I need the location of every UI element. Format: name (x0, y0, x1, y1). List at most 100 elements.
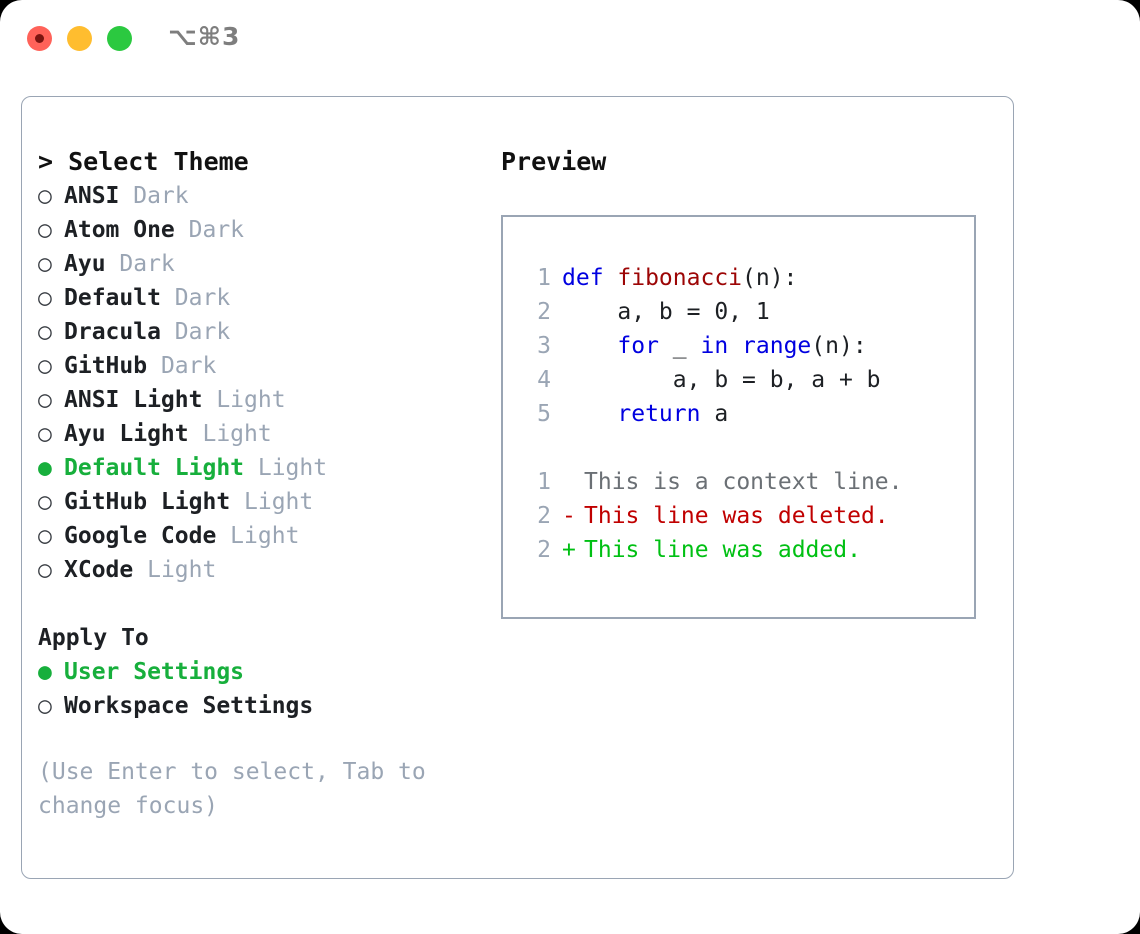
apply-to-option[interactable]: ●User Settings (38, 655, 478, 689)
radio-unselected-icon: ○ (38, 217, 52, 243)
diff-line: 2 + This line was added. (503, 533, 974, 567)
code-token (728, 333, 742, 359)
radio-unselected-icon: ○ (38, 523, 52, 549)
theme-option-label: ANSI Light (64, 387, 203, 413)
apply-to-option-label: Workspace Settings (64, 693, 314, 719)
theme-option-variant: Light (216, 523, 300, 549)
theme-option-variant: Dark (160, 319, 231, 345)
theme-option-label: Google Code (64, 523, 217, 549)
code-token: in (700, 333, 729, 359)
maximize-window-button[interactable] (107, 26, 132, 51)
radio-unselected-icon: ○ (38, 183, 52, 209)
code-token: fibonacci (617, 265, 743, 291)
theme-option[interactable]: ○Atom One Dark (38, 213, 478, 247)
theme-option-variant: Dark (147, 353, 217, 379)
line-number: 1 (537, 469, 551, 495)
keyboard-hint-text: (Use Enter to select, Tab to change focu… (38, 759, 440, 819)
theme-option-label: Ayu (64, 251, 106, 277)
line-number: 1 (537, 265, 551, 291)
diff-text: This line was added. (584, 537, 861, 563)
close-window-button[interactable] (27, 26, 52, 51)
title-bar: ⌥⌘3 (0, 0, 1140, 78)
code-line: 4 a, b = b, a + b (503, 363, 974, 397)
theme-option-label: ANSI (64, 183, 120, 209)
theme-option-label: Default Light (64, 455, 245, 481)
keyboard-shortcut-label: ⌥⌘3 (168, 22, 241, 51)
theme-option-label: GitHub Light (64, 489, 231, 515)
theme-option[interactable]: ○Default Dark (38, 281, 478, 315)
code-token: _ (658, 333, 701, 359)
apply-to-list: ●User Settings ○ Workspace Settings (38, 655, 478, 723)
theme-option-variant: Light (244, 455, 328, 481)
code-line: 5 return a (503, 397, 974, 431)
theme-option[interactable]: ○ ANSI Light Light (38, 383, 478, 417)
theme-option[interactable]: ● Default Light Light (38, 451, 478, 485)
radio-unselected-icon: ○ (38, 693, 52, 719)
theme-option-label: Default (64, 285, 161, 311)
preview-heading: Preview (501, 147, 607, 176)
minimize-window-button[interactable] (67, 26, 92, 51)
theme-option[interactable]: ○ ANSI Dark (38, 179, 478, 213)
code-token: (n): (811, 333, 867, 359)
diff-marker: - (562, 503, 576, 529)
line-number: 2 (537, 503, 551, 529)
radio-unselected-icon: ○ (38, 557, 52, 583)
radio-selected-icon: ● (38, 455, 52, 481)
theme-option[interactable]: ○Ayu Light Light (38, 417, 478, 451)
theme-option-variant: Dark (119, 183, 189, 209)
theme-option[interactable]: ○GitHub Light Light (38, 485, 478, 519)
code-token: a, b = b, a + b (562, 367, 881, 393)
diff-text: This is a context line. (584, 469, 903, 495)
line-number: 3 (537, 333, 551, 359)
theme-option[interactable]: ○ Dracula Dark (38, 315, 478, 349)
theme-option-label: Dracula (64, 319, 161, 345)
code-token: (n): (742, 265, 798, 291)
list-spacer (38, 587, 478, 621)
radio-unselected-icon: ○ (38, 421, 52, 447)
diff-line: 2-This line was deleted. (503, 499, 974, 533)
theme-picker-card: > Select Theme ○ANSI Dark○Atom One Dark○… (21, 96, 1014, 879)
theme-option-variant: Light (133, 557, 217, 583)
theme-option[interactable]: ○XCode Light (38, 553, 478, 587)
theme-option-variant: Dark (105, 251, 175, 277)
code-token: range (742, 333, 812, 359)
theme-option-variant: Dark (160, 285, 231, 311)
diff-sample: 1 This is a context line.2-This line was… (503, 465, 974, 567)
code-token: for (617, 333, 659, 359)
radio-unselected-icon: ○ (38, 353, 52, 379)
theme-list-pane: > Select Theme ○ANSI Dark○Atom One Dark○… (38, 145, 478, 823)
line-number: 2 (537, 537, 551, 563)
select-theme-heading: > Select Theme (38, 147, 249, 176)
code-token: a, b = 0, 1 (562, 299, 770, 325)
theme-option-label: Atom One (64, 217, 175, 243)
diff-line: 1 This is a context line. (503, 465, 974, 499)
line-number: 5 (537, 401, 551, 427)
radio-unselected-icon: ○ (38, 387, 52, 413)
radio-unselected-icon: ○ (38, 251, 52, 277)
theme-option[interactable]: ○ Ayu Dark (38, 247, 478, 281)
code-token (562, 401, 617, 427)
line-number: 2 (537, 299, 551, 325)
theme-option-variant: Light (202, 387, 286, 413)
diff-marker: + (562, 537, 576, 563)
apply-to-option-label: User Settings (64, 659, 245, 685)
theme-list: ○ANSI Dark○Atom One Dark○Ayu Dark○Defaul… (38, 179, 478, 587)
theme-option[interactable]: ○ GitHub Dark (38, 349, 478, 383)
code-token: return (617, 401, 701, 427)
radio-unselected-icon: ○ (38, 319, 52, 345)
code-line: 3 for _ in range(n): (503, 329, 974, 363)
apply-to-option[interactable]: ○ Workspace Settings (38, 689, 478, 723)
diff-marker (562, 465, 584, 499)
theme-option-variant: Light (188, 421, 272, 447)
theme-option[interactable]: ○ Google Code Light (38, 519, 478, 553)
theme-option-label: GitHub (64, 353, 148, 379)
radio-unselected-icon: ○ (38, 489, 52, 515)
code-token: a (700, 401, 729, 427)
preview-divider (503, 431, 974, 465)
apply-to-heading: Apply To (38, 625, 149, 651)
